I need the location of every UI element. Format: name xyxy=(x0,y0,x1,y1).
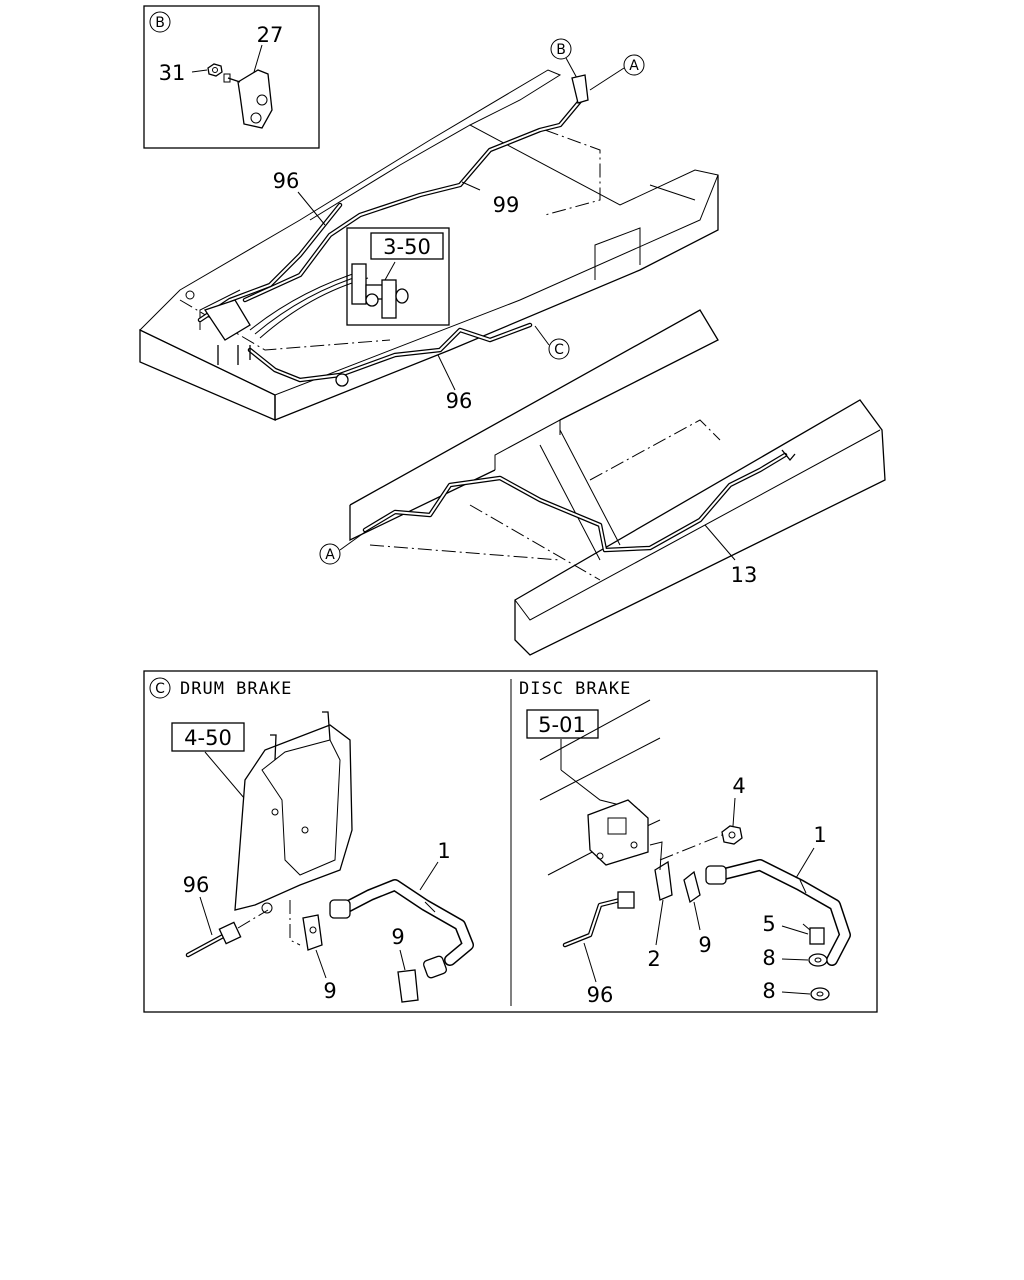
disc-nut-4 xyxy=(659,825,743,861)
detail-c-letter: C xyxy=(155,681,165,697)
drum-part-number-1: 1 xyxy=(437,839,450,863)
pipe-96-upper xyxy=(197,202,343,323)
callout-b-top: B xyxy=(550,38,589,104)
lower-frame-rails xyxy=(349,309,886,656)
disc-pipe-96 xyxy=(562,891,635,948)
detail-c-box: C DRUM BRAKE DISC BRAKE 4-50 xyxy=(143,670,878,1013)
disc-bolt-5 xyxy=(802,923,825,945)
svg-text:A: A xyxy=(325,547,335,563)
disc-part-number-8-upper: 8 xyxy=(762,946,775,970)
part-number-27: 27 xyxy=(257,23,284,47)
drum-hose-1 xyxy=(329,879,474,979)
pipe-13 xyxy=(362,449,796,553)
disc-brake-panel: 5-01 xyxy=(526,699,851,1007)
detail-b-circle xyxy=(149,11,171,33)
drum-brake-panel: 4-50 xyxy=(171,711,474,1003)
part-number-96-top: 96 xyxy=(273,169,300,193)
disc-washer-8-lower xyxy=(810,987,830,1001)
disc-part-number-1: 1 xyxy=(813,823,826,847)
disc-part-number-4: 4 xyxy=(732,774,745,798)
drum-part-number-96: 96 xyxy=(183,873,210,897)
ref-box-3-50: 3-50 xyxy=(346,227,450,326)
disc-part-number-96: 96 xyxy=(587,983,614,1007)
drum-clip-9 xyxy=(302,914,323,951)
part-number-31: 31 xyxy=(159,61,186,85)
svg-text:A: A xyxy=(629,58,639,74)
drum-part-number-9-upper: 9 xyxy=(391,925,404,949)
disc-bracket xyxy=(587,799,649,866)
bracket-part xyxy=(223,69,273,129)
disc-clip-9 xyxy=(683,870,701,904)
part-number-96-bottom: 96 xyxy=(446,389,473,413)
disc-part-number-5: 5 xyxy=(762,912,775,936)
callout-c: C xyxy=(534,325,570,360)
disc-washer-8-upper xyxy=(808,953,828,967)
ref-3-50: 3-50 xyxy=(383,235,431,259)
drum-part-number-9-lower: 9 xyxy=(323,979,336,1003)
drum-clip-9-lower xyxy=(397,969,419,1003)
pipe-99 xyxy=(242,92,588,303)
part-number-99: 99 xyxy=(493,193,520,217)
disc-part-number-2: 2 xyxy=(647,947,660,971)
svg-text:C: C xyxy=(554,342,564,358)
backing-plate xyxy=(234,711,353,914)
disc-part-number-9: 9 xyxy=(698,933,711,957)
nut-part xyxy=(207,63,223,77)
ref-5-01: 5-01 xyxy=(538,713,586,737)
drum-brake-title: DRUM BRAKE xyxy=(180,679,292,699)
detail-b-box: B 27 31 xyxy=(143,5,320,149)
part-number-13: 13 xyxy=(731,563,758,587)
disc-hose-1 xyxy=(705,859,851,966)
valve-part xyxy=(351,263,409,319)
disc-part-number-8-lower: 8 xyxy=(762,979,775,1003)
disc-brake-title: DISC BRAKE xyxy=(519,679,631,699)
detail-c-circle xyxy=(149,677,171,699)
detail-b-letter: B xyxy=(155,15,165,31)
upper-frame-rails xyxy=(139,69,719,421)
disc-plate-2 xyxy=(649,841,673,901)
drum-pipe-96 xyxy=(185,909,269,958)
svg-text:B: B xyxy=(556,42,566,58)
callout-a-top: A xyxy=(589,54,645,91)
callout-a-bottom: A xyxy=(319,531,366,565)
frame-view: 3-50 B A C 96 xyxy=(139,38,886,656)
pipe-96-lower xyxy=(247,322,533,383)
ref-4-50: 4-50 xyxy=(184,726,232,750)
junction-block xyxy=(185,290,349,387)
